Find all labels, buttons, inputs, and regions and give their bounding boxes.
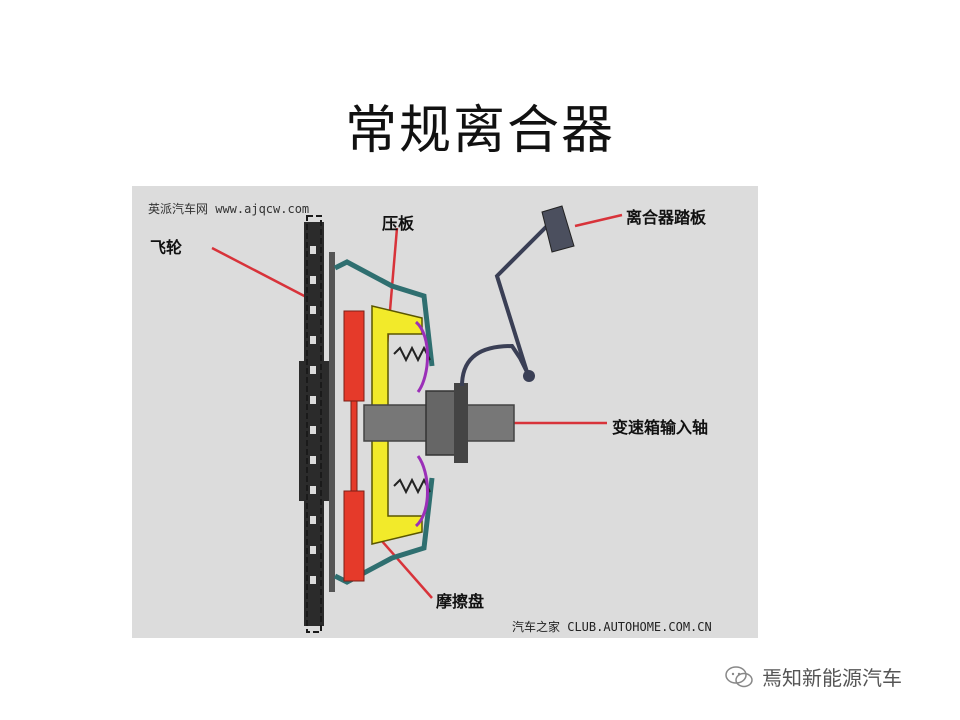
clutch-pedal-leader (574, 213, 623, 228)
flywheel (299, 215, 335, 633)
diaphragm (414, 320, 429, 528)
release-fork (460, 224, 549, 387)
springs (393, 345, 431, 495)
label-pressure-plate: 压板 (382, 214, 415, 233)
input-shaft (363, 383, 515, 463)
pivot (523, 370, 535, 382)
footer-brand: 焉知新能源汽车 (724, 662, 902, 691)
chat-bubble-icon (725, 665, 753, 687)
clutch-pedal (541, 205, 575, 253)
friction-disc (343, 310, 365, 582)
flywheel-leader (211, 246, 313, 302)
label-friction-disc: 摩擦盘 (436, 592, 485, 611)
pressure-plate (371, 305, 423, 545)
label-input-shaft: 变速箱输入轴 (612, 418, 709, 437)
clutch-cover (333, 259, 435, 585)
slide-title: 常规离合器 (344, 101, 615, 161)
footer-brand-text: 焉知新能源汽车 (762, 666, 902, 690)
label-clutch-pedal: 离合器踏板 (626, 208, 707, 227)
watermark-bottom: 汽车之家 CLUB.AUTOHOME.COM.CN (512, 620, 712, 634)
label-flywheel: 飞轮 (150, 238, 183, 257)
friction-disc-leader (373, 531, 433, 599)
watermark-top: 英派汽车网 www.ajqcw.com (148, 202, 310, 216)
clutch-diagram: 英派汽车网 www.ajqcw.com 汽车之家 CLUB.AUTOHOME.C… (132, 186, 758, 638)
